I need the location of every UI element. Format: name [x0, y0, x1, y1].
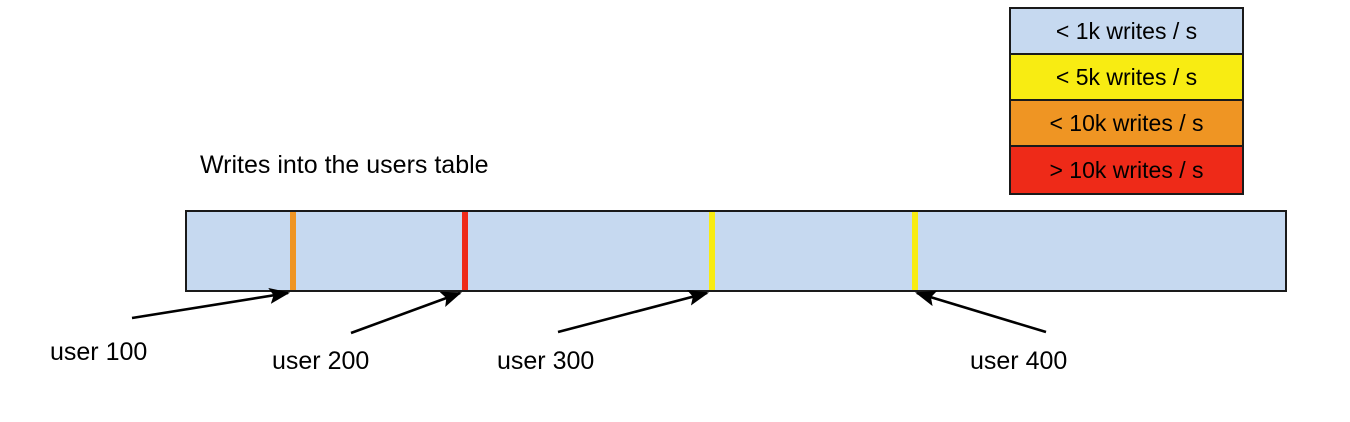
arrow-user-400: [915, 290, 1047, 334]
arrow-user-300: [557, 289, 710, 334]
arrow-user-100: [131, 288, 291, 320]
user-400-stripe: [912, 212, 918, 290]
pointer-label-user-100: user 100: [50, 338, 148, 366]
legend-label-lt-5k: < 5k writes / s: [1055, 63, 1198, 90]
legend-label-lt-1k: < 1k writes / s: [1055, 17, 1198, 44]
legend-label-gt-10k: > 10k writes / s: [1049, 156, 1204, 183]
legend-row-lt-10k: < 10k writes / s: [1011, 101, 1242, 147]
user-100-stripe: [290, 212, 296, 290]
arrow-user-200: [350, 291, 462, 335]
pointer-label-user-300: user 300: [497, 347, 595, 375]
user-200-stripe: [462, 212, 468, 290]
pointer-label-user-400: user 400: [970, 347, 1068, 375]
legend-row-lt-1k: < 1k writes / s: [1011, 9, 1242, 55]
legend-row-lt-5k: < 5k writes / s: [1011, 55, 1242, 101]
user-300-stripe: [709, 212, 715, 290]
pointer-label-user-200: user 200: [272, 347, 370, 375]
chart-title: Writes into the users table: [200, 151, 489, 179]
legend-label-lt-10k: < 10k writes / s: [1049, 109, 1204, 136]
legend-row-gt-10k: > 10k writes / s: [1011, 147, 1242, 193]
users-table-bar: [185, 210, 1287, 292]
legend: < 1k writes / s < 5k writes / s < 10k wr…: [1009, 7, 1244, 195]
